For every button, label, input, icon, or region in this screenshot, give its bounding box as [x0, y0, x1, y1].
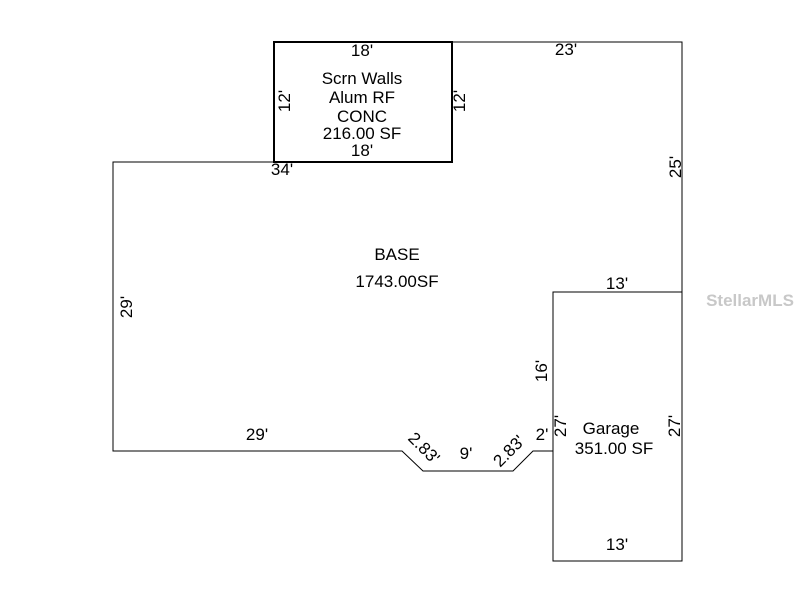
porch-dim-top: 18' — [351, 41, 373, 60]
garage-area: 351.00 SF — [575, 439, 653, 458]
porch-label-line-2: Alum RF — [329, 88, 395, 107]
garage-dim-bottom: 13' — [606, 535, 628, 554]
base-dim-top-left: 34' — [271, 160, 293, 179]
garage-outline — [552, 291, 683, 562]
base-dim-bevel-bottom: 9' — [460, 444, 473, 463]
garage-dim-left: 27' — [551, 415, 570, 437]
base-area: 1743.00SF — [355, 272, 438, 291]
base-name: BASE — [374, 245, 419, 264]
base-dim-right-upper: 25' — [666, 156, 685, 178]
porch-outline — [273, 41, 453, 163]
porch-label-line-3: CONC — [337, 107, 387, 126]
base-dim-left: 29' — [117, 296, 136, 318]
base-dim-bottom-left: 29' — [246, 425, 268, 444]
porch-dim-left: 12' — [275, 90, 294, 112]
garage-dim-top: 13' — [606, 274, 628, 293]
porch-dim-bottom: 18' — [351, 141, 373, 160]
porch-area: 216.00 SF — [323, 124, 401, 143]
porch-dim-right: 12' — [450, 90, 469, 112]
base-dim-garage-side: 16' — [532, 360, 551, 382]
base-dim-bevel-right: 2.83' — [490, 432, 529, 471]
base-dim-bevel-left: 2.83' — [404, 429, 443, 468]
base-outline — [112, 161, 553, 472]
watermark-logo: StellarMLS — [706, 291, 794, 310]
porch-label-line-1: Scrn Walls — [322, 69, 403, 88]
base-top-right-outline — [452, 41, 683, 292]
garage-dim-right: 27' — [665, 415, 684, 437]
base-dim-top-right: 23' — [555, 40, 577, 59]
base-dim-step: 2' — [536, 425, 549, 444]
garage-name: Garage — [583, 419, 640, 438]
